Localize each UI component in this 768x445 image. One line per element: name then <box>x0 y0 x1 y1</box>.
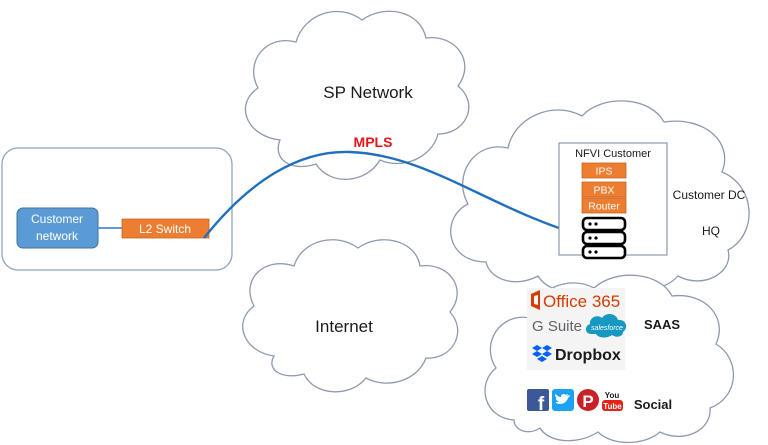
customer-dc-label: Customer DC <box>673 188 746 202</box>
nfvi-title: NFVI Customer <box>575 148 651 160</box>
youtube-icon[interactable]: You Tube <box>602 391 623 411</box>
nfv-function-pbx[interactable]: PBX <box>581 181 627 198</box>
l2-switch-node[interactable]: L2 Switch <box>121 218 210 239</box>
nfv-function-ips[interactable]: IPS <box>581 162 627 179</box>
salesforce-logo: salesforce <box>585 314 627 338</box>
facebook-icon[interactable]: f <box>527 389 549 415</box>
mpls-link <box>203 150 591 240</box>
gsuite-text: G Suite <box>532 318 582 335</box>
nfv-function-router[interactable]: Router <box>581 197 627 214</box>
l2-switch-label: L2 Switch <box>139 222 191 236</box>
sp-network-label: SP Network <box>323 83 413 102</box>
internet-label: Internet <box>315 317 373 336</box>
internet-cloud: Internet <box>242 239 459 393</box>
customer-network-label-line2: network <box>36 229 79 243</box>
hq-label: HQ <box>702 224 720 238</box>
server-stack-icon <box>581 216 627 260</box>
youtube-text-top: You <box>605 391 620 400</box>
mpls-label: MPLS <box>354 134 393 150</box>
customer-network-label-line1: Customer <box>31 212 83 226</box>
social-label: Social <box>634 397 672 412</box>
nfv-function-label: Router <box>588 201 620 213</box>
dropbox-icon <box>532 345 552 362</box>
salesforce-text: salesforce <box>591 325 623 332</box>
dropbox-text: Dropbox <box>555 347 621 364</box>
office-365-logo: Office 365 <box>531 290 620 311</box>
twitter-icon[interactable] <box>552 389 574 411</box>
saas-logos: Office 365 G Suite salesforce Dropbox <box>527 288 627 370</box>
dropbox-logo: Dropbox <box>532 345 621 364</box>
svg-text:P: P <box>582 392 593 411</box>
nfv-function-label: PBX <box>593 185 614 197</box>
nfv-function-label: IPS <box>596 166 613 178</box>
sp-network-cloud: SP Network <box>244 10 470 180</box>
social-icons: f P You Tube <box>527 389 623 415</box>
youtube-text-bottom: Tube <box>603 402 622 411</box>
svg-text:f: f <box>538 394 545 415</box>
saas-label: SAAS <box>644 317 680 332</box>
customer-network-node[interactable]: Customer network <box>16 207 99 249</box>
office-365-text: Office 365 <box>543 292 620 311</box>
pinterest-icon[interactable]: P <box>577 389 599 411</box>
salesforce-cloud-icon <box>585 314 627 338</box>
